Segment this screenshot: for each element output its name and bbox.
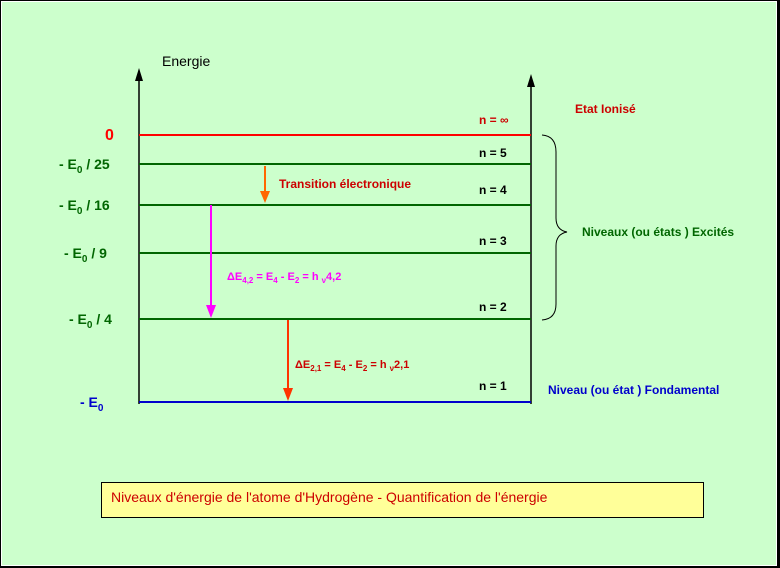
arrow-2-to-1	[283, 320, 293, 401]
energy-value-label-2: - E0 / 16	[59, 197, 110, 217]
quantum-number-label-4: n = 2	[479, 300, 507, 314]
energy-value-label-5: - E0	[80, 394, 104, 414]
label-transition-electronique: Transition électronique	[279, 177, 411, 191]
label-niveau-fondamental: Niveau (ou état ) Fondamental	[548, 383, 719, 397]
excited-states-brace	[541, 134, 568, 321]
energy-levels: n = ∞ 0 n = 5 - E0 / 25 n = 4 - E0 / 16 n = 3 -…	[59, 113, 531, 414]
caption-box: Niveaux d'énergie de l'atome d'Hydrogène…	[101, 482, 704, 518]
right-axis	[527, 74, 535, 404]
quantum-number-label-5: n = 1	[479, 379, 507, 393]
left-axis	[135, 68, 143, 404]
energy-value-label-3: - E0 / 9	[64, 245, 107, 265]
energy-value-label-0: 0	[105, 127, 114, 144]
formula-delta-e-4-2: ΔE4,2 = E4 - E2 = h ν4,2	[227, 271, 341, 285]
quantum-number-label-2: n = 4	[479, 183, 507, 197]
quantum-number-label-3: n = 3	[479, 234, 507, 248]
energy-value-label-1: - E0 / 25	[59, 156, 110, 176]
quantum-number-label-0: n = ∞	[479, 113, 509, 127]
energy-value-label-4: - E0 / 4	[69, 311, 112, 331]
quantum-number-label-1: n = 5	[479, 146, 507, 160]
axis-label-energie: Energie	[162, 53, 210, 69]
formula-delta-e-2-1: ΔE2,1 = E4 - E2 = h ν2,1	[295, 359, 409, 373]
label-niveaux-excites: Niveaux (ou états ) Excités	[582, 225, 734, 239]
caption-text: Niveaux d'énergie de l'atome d'Hydrogène…	[111, 489, 548, 505]
transition-arrow	[260, 166, 270, 203]
label-etat-ionise: Etat Ionisé	[575, 102, 636, 116]
arrow-4-to-2	[206, 205, 216, 318]
